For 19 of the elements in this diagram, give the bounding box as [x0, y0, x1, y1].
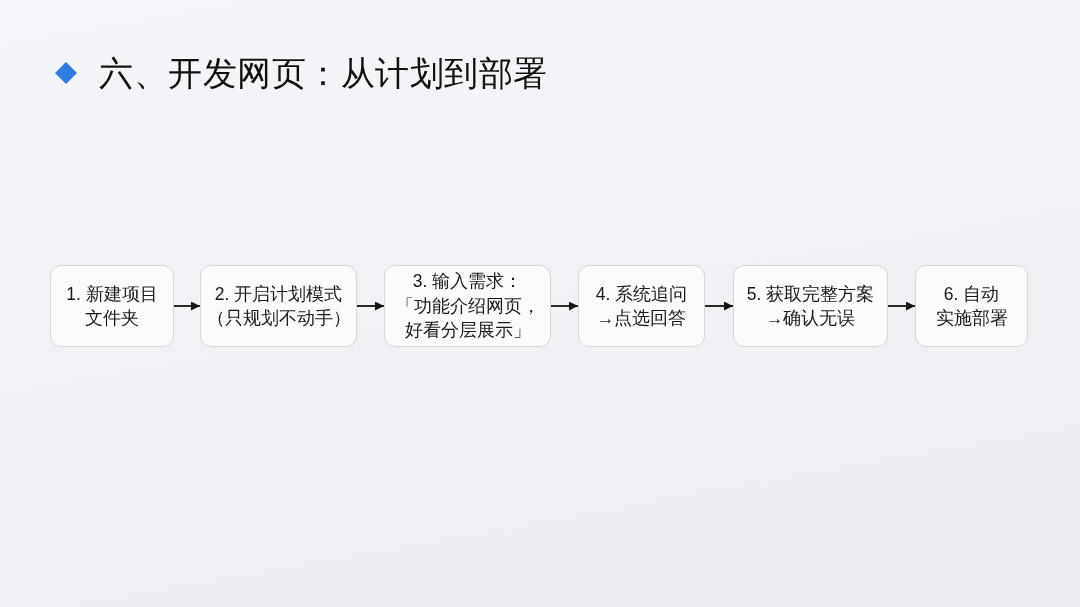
process-box — [200, 265, 357, 347]
arrow — [550, 301, 579, 311]
arrow — [356, 301, 385, 311]
arrow — [887, 301, 916, 311]
step-text: 6. 自动实施部署 — [934, 282, 1009, 330]
process-box — [733, 265, 888, 347]
step-text: 1. 新建项目文件夹 — [65, 282, 159, 330]
step-text: 4. 系统追问→点选回答 — [594, 282, 689, 330]
arrow — [173, 301, 201, 311]
slide-title: 六、开发网页：从计划到部署 — [99, 53, 548, 94]
step-text: 「功能介绍网页，好看分层展示」 — [394, 294, 541, 343]
arrow — [704, 301, 734, 311]
process-box — [578, 265, 705, 347]
step-text: 3. 输入需求： — [411, 270, 524, 294]
step-text: 5. 获取完整方案→确认无误 — [745, 282, 876, 330]
step-text: 2. 开启计划模式（只规划不动手） — [205, 282, 352, 330]
process-box — [50, 265, 174, 347]
process-box — [384, 265, 551, 347]
process-box — [915, 265, 1028, 347]
